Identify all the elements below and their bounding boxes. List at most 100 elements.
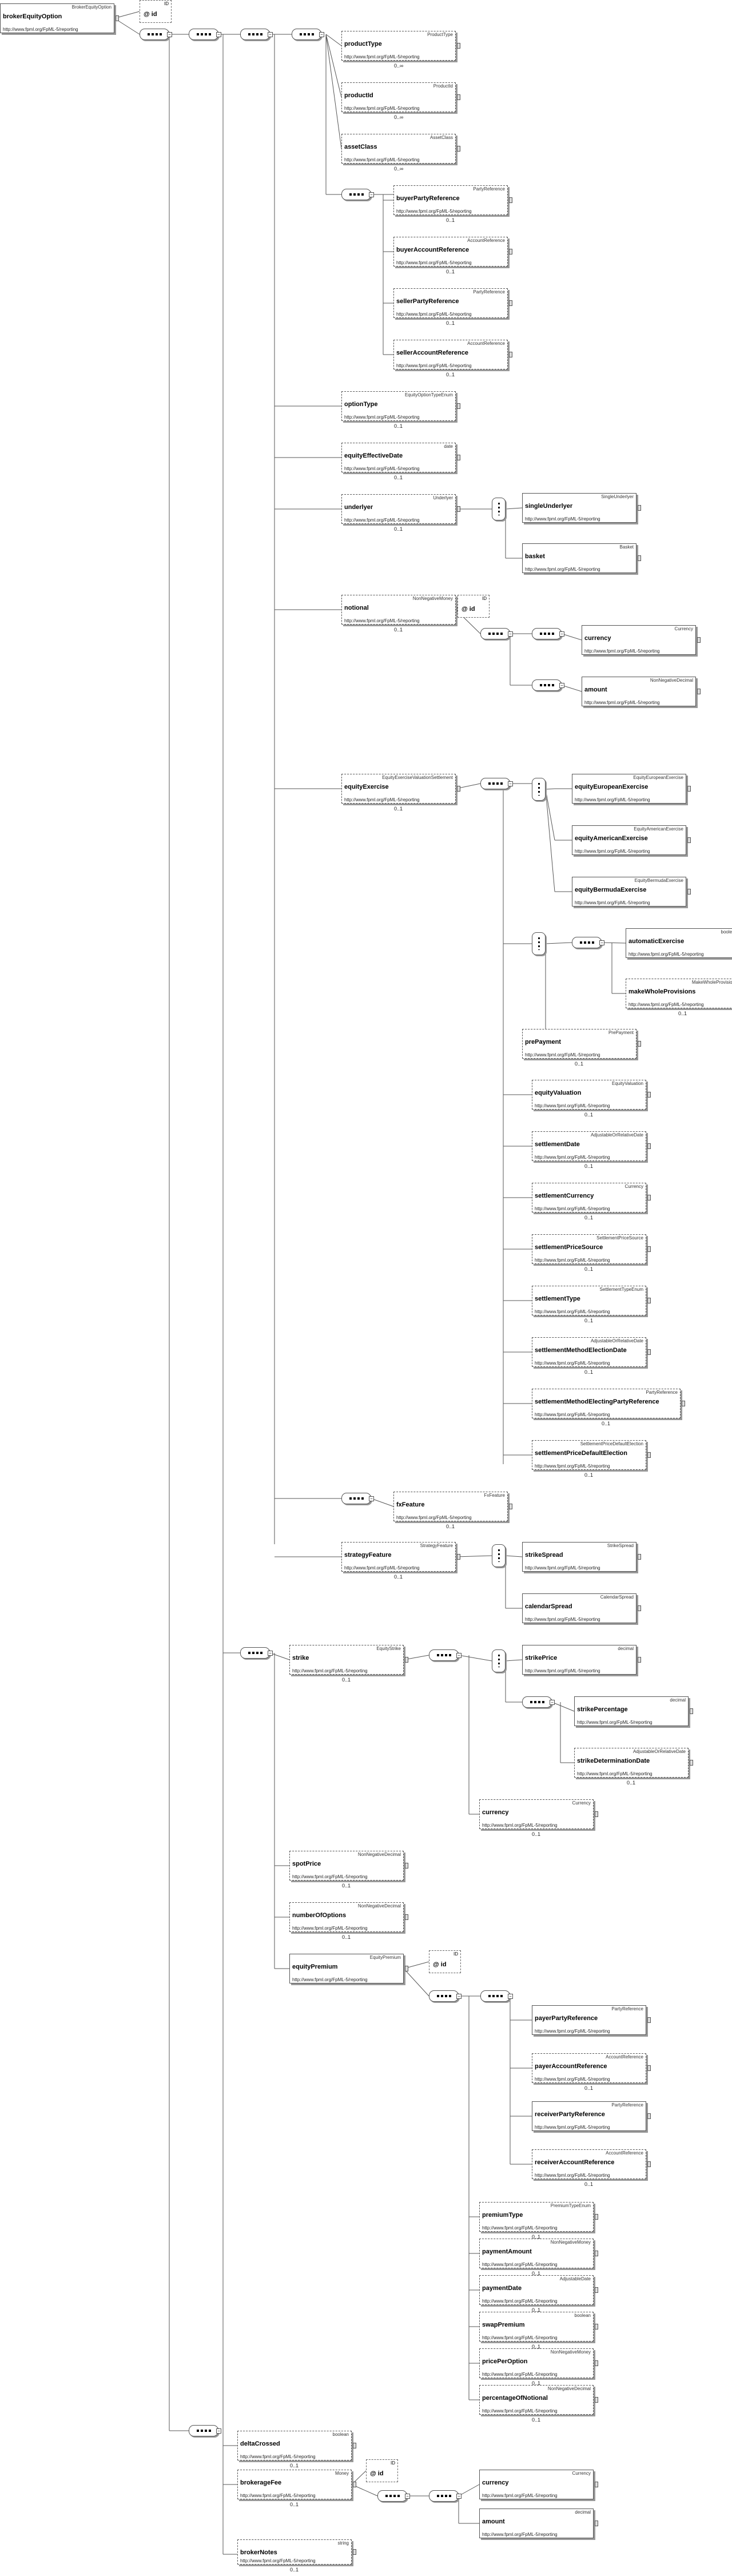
expand-icon[interactable]: [457, 94, 460, 100]
expand-icon[interactable]: [405, 1863, 408, 1869]
expand-icon[interactable]: [687, 889, 691, 895]
underlyer-choice[interactable]: [492, 498, 506, 520]
premium-sequence[interactable]: −: [429, 1990, 462, 2002]
collapse-icon[interactable]: −: [550, 1700, 555, 1705]
expand-icon[interactable]: [509, 1504, 512, 1509]
expand-icon[interactable]: [595, 2214, 598, 2220]
expand-icon[interactable]: [595, 2521, 598, 2526]
collapse-icon[interactable]: −: [216, 32, 221, 37]
collapse-icon[interactable]: −: [559, 683, 564, 688]
collapse-icon[interactable]: −: [508, 781, 513, 786]
fee-inner-sequence[interactable]: −: [429, 2490, 462, 2502]
expand-icon[interactable]: [647, 1298, 651, 1303]
expand-icon[interactable]: [638, 1605, 641, 1611]
expand-icon[interactable]: [457, 43, 460, 49]
expand-icon[interactable]: [595, 2287, 598, 2293]
expand-icon[interactable]: [638, 1657, 641, 1663]
expand-icon[interactable]: [457, 786, 460, 792]
auto-sequence[interactable]: −: [572, 937, 604, 948]
expand-icon[interactable]: [457, 146, 460, 152]
collapse-icon[interactable]: −: [268, 1651, 273, 1656]
seq-level-4[interactable]: −: [292, 29, 324, 40]
expand-icon[interactable]: [405, 1914, 408, 1920]
expand-icon[interactable]: [647, 2065, 651, 2071]
root-tail-sequence[interactable]: −: [189, 2425, 221, 2436]
collapse-icon[interactable]: −: [369, 1496, 374, 1501]
expand-icon[interactable]: [353, 2443, 356, 2448]
expand-icon[interactable]: [682, 1401, 685, 1406]
collapse-icon[interactable]: −: [508, 1994, 513, 1999]
notional-sequence[interactable]: −: [480, 628, 513, 639]
seq-level-2[interactable]: −: [189, 29, 221, 40]
expand-icon[interactable]: [647, 1092, 651, 1098]
expand-icon[interactable]: [595, 2482, 598, 2487]
collapse-icon[interactable]: −: [559, 631, 564, 637]
expand-icon[interactable]: [647, 1143, 651, 1149]
expand-icon[interactable]: [457, 1554, 460, 1560]
expand-icon[interactable]: [405, 1966, 408, 1971]
strike-sequence[interactable]: −: [240, 1647, 273, 1659]
expand-icon[interactable]: [647, 1246, 651, 1252]
collapse-icon[interactable]: −: [456, 2494, 462, 2499]
collapse-icon[interactable]: −: [508, 631, 513, 637]
collapse-icon[interactable]: −: [456, 1653, 462, 1658]
expand-icon[interactable]: [647, 2161, 651, 2167]
exercise-sequence[interactable]: −: [480, 778, 513, 789]
expand-icon[interactable]: [509, 249, 512, 255]
expand-icon[interactable]: [687, 786, 691, 792]
collapse-icon[interactable]: −: [319, 32, 324, 37]
party-sequence[interactable]: −: [341, 189, 374, 200]
fee-sequence[interactable]: −: [377, 2490, 410, 2502]
premium-inner-sequence[interactable]: −: [480, 1990, 513, 2002]
strike-inner-sequence[interactable]: −: [429, 1649, 462, 1661]
expand-icon[interactable]: [697, 637, 701, 643]
root-sequence[interactable]: −: [140, 29, 172, 40]
collapse-icon[interactable]: −: [268, 32, 273, 37]
expand-icon[interactable]: [457, 403, 460, 409]
expand-icon[interactable]: [638, 1041, 641, 1047]
expand-icon[interactable]: [595, 2251, 598, 2256]
expand-icon[interactable]: [690, 1760, 693, 1766]
element-makeWholeProvisions[interactable]: MakeWholeProvisionsmakeWholeProvisionsht…: [626, 979, 732, 1008]
percentage-sequence[interactable]: −: [522, 1696, 555, 1708]
expand-icon[interactable]: [595, 2360, 598, 2366]
notional-sub-sequence[interactable]: −: [532, 628, 564, 639]
exercise-choice[interactable]: [532, 778, 546, 801]
automatic-choice[interactable]: [532, 932, 546, 955]
expand-icon[interactable]: [638, 1554, 641, 1560]
collapse-icon[interactable]: −: [369, 192, 374, 197]
